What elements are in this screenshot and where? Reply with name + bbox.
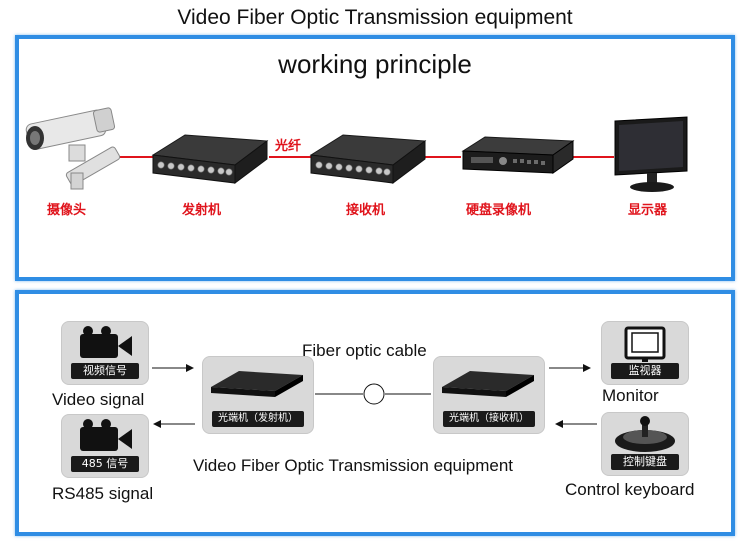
rs485-signal-tile: 485 信号 bbox=[61, 414, 149, 478]
monitor-caption: 监视器 bbox=[611, 363, 679, 379]
video-camera-icon bbox=[80, 419, 132, 451]
system-diagram-panel: 视频信号 Video signal 485 信号 RS485 signal 光端… bbox=[15, 290, 735, 536]
panel-subtitle: working principle bbox=[278, 49, 472, 79]
monitor-tile: 监视器 bbox=[601, 321, 689, 385]
monitor-screen-icon bbox=[624, 326, 666, 362]
dvr-label: 硬盘录像机 bbox=[466, 203, 532, 218]
fiber-label: 光纤 bbox=[275, 139, 302, 154]
video-signal-tile: 视频信号 bbox=[61, 321, 149, 385]
control-keyboard-tile: 控制键盘 bbox=[601, 412, 689, 476]
optical-receiver-icon bbox=[442, 371, 534, 397]
rs485-signal-label: RS485 signal bbox=[52, 484, 154, 503]
keyboard-caption: 控制键盘 bbox=[611, 454, 679, 470]
receiver-icon bbox=[307, 131, 429, 193]
monitor-icon bbox=[611, 115, 693, 195]
fiber-cable-label: Fiber optic cable bbox=[302, 341, 427, 360]
optical-receiver-tile: 光端机（接收机） bbox=[433, 356, 545, 434]
connection-arrows bbox=[152, 364, 597, 428]
receiver-caption: 光端机（接收机） bbox=[443, 411, 535, 427]
receiver-label: 接收机 bbox=[346, 203, 386, 218]
page-title: Video Fiber Optic Transmission equipment bbox=[177, 6, 573, 29]
rs485-signal-caption: 485 信号 bbox=[71, 456, 139, 472]
video-camera-icon bbox=[80, 326, 132, 358]
control-keyboard-label: Control keyboard bbox=[565, 480, 695, 499]
transmitter-caption: 光端机（发射机） bbox=[212, 411, 304, 427]
video-signal-label: Video signal bbox=[52, 390, 145, 409]
working-principle-panel: working principle 摄像头 bbox=[15, 35, 735, 281]
monitor-label: Monitor bbox=[602, 386, 659, 405]
transmitter-label: 发射机 bbox=[182, 203, 222, 218]
monitor-label: 显示器 bbox=[628, 203, 668, 218]
transmitter-icon bbox=[149, 131, 271, 193]
optical-transmitter-tile: 光端机（发射机） bbox=[202, 356, 314, 434]
fiber-connector-icon bbox=[363, 383, 385, 405]
camera-icon bbox=[25, 101, 123, 191]
joystick-keyboard-icon bbox=[615, 416, 675, 452]
equipment-label: Video Fiber Optic Transmission equipment bbox=[193, 456, 514, 475]
dvr-icon bbox=[459, 135, 577, 181]
optical-transmitter-icon bbox=[211, 371, 303, 397]
camera-label: 摄像头 bbox=[47, 203, 87, 218]
video-signal-caption: 视频信号 bbox=[71, 363, 139, 379]
